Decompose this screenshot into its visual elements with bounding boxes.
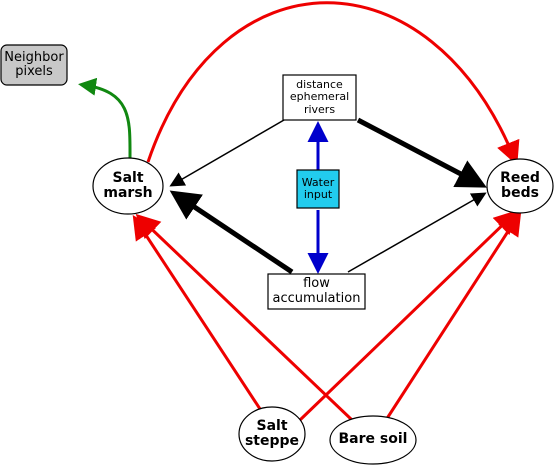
label-reed-beds: Reed beds (500, 169, 540, 201)
label-water-input: Water input (301, 175, 335, 201)
edge-saltmarsh-to-reedbeds-arc (146, 1, 520, 166)
node-salt-marsh-ellipse (92, 157, 164, 215)
edge-flow-to-saltmarsh (169, 190, 294, 275)
edge-baresoil-to-reedbeds (384, 210, 522, 421)
edge-saltmarsh-to-neighbor (78, 77, 132, 159)
node-salt-steppe-ellipse (238, 406, 306, 462)
label-distance-ephemeral-rivers: distance ephemeral rivers (289, 78, 350, 116)
label-salt-steppe: Salt steppe (244, 417, 300, 449)
label-bare-soil: Bare soil (338, 431, 408, 448)
node-flow-box (267, 273, 366, 310)
edge-distance-to-saltmarsh (169, 119, 285, 187)
node-distance-box (282, 74, 357, 121)
label-flow-accumulation: flow accumulation (272, 276, 361, 306)
node-bare-soil-ellipse (329, 415, 417, 465)
node-water-input-box (296, 169, 340, 209)
label-neighbor-pixels: Neighbor pixels (4, 49, 64, 79)
node-reed-beds-ellipse (486, 158, 554, 214)
edge-baresoil-to-saltmarsh (135, 213, 354, 422)
edge-flow-to-reedbeds (347, 192, 487, 273)
node-neighbor-pixels-box (0, 44, 68, 86)
label-salt-marsh: Salt marsh (103, 169, 153, 201)
edge-saltsteppe-to-reedbeds (298, 209, 519, 422)
edge-distance-to-reedbeds (356, 117, 487, 188)
edge-saltsteppe-to-saltmarsh (132, 214, 264, 413)
